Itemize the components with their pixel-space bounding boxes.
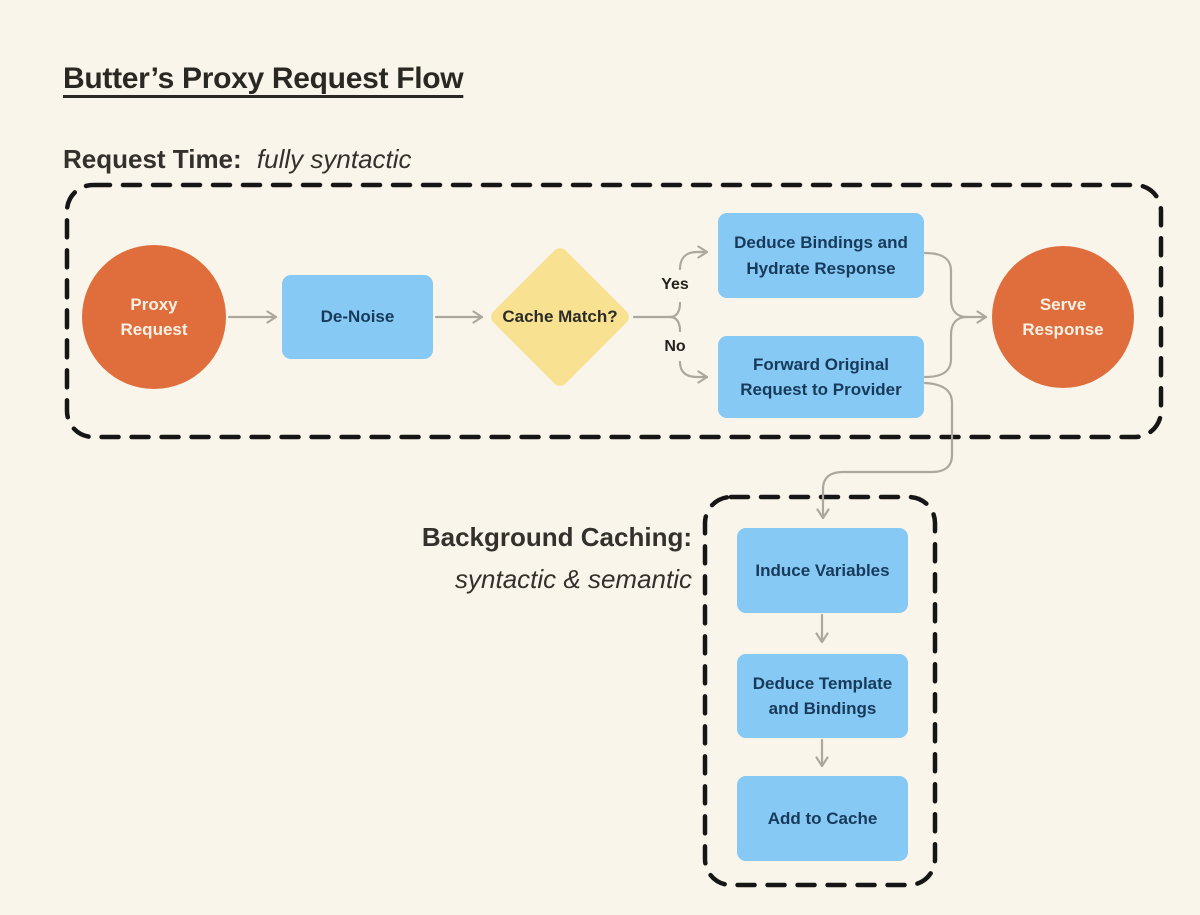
edge-no-curve-upper (668, 315, 682, 333)
node-proxy-request: Proxy Request (82, 245, 226, 389)
request-time-qualifier: fully syntactic (256, 144, 412, 174)
node-induce-variables: Induce Variables (737, 528, 908, 613)
request-time-label: Request Time: (63, 144, 242, 174)
edge-yes-curve-lower (668, 301, 682, 319)
edge-no-curve-lower (678, 360, 709, 384)
node-serve-response: Serve Response (992, 246, 1134, 388)
node-cache-match: Cache Match? (502, 307, 618, 327)
request-time-header: Request Time: fully syntactic (63, 144, 412, 175)
node-add-to-cache: Add to Cache (737, 776, 908, 861)
node-forward-original: Forward Original Request to Provider (718, 336, 924, 418)
background-caching-label: Background Caching: (421, 522, 692, 552)
node-de-noise: De-Noise (282, 275, 433, 359)
edge-deduce-to-merge (923, 251, 969, 319)
node-deduce-template: Deduce Template and Bindings (737, 654, 908, 738)
edge-forward-to-merge (923, 315, 969, 379)
node-deduce-bindings: Deduce Bindings and Hydrate Response (718, 213, 924, 298)
background-caching-qualifier: syntactic & semantic (455, 564, 692, 594)
edge-yes-curve-upper (678, 245, 709, 271)
page-title: Butter’s Proxy Request Flow (63, 62, 464, 95)
background-caching-header: Background Caching: syntactic & semantic (380, 516, 692, 600)
branch-label-no: No (664, 338, 686, 355)
branch-label-yes: Yes (661, 276, 689, 293)
